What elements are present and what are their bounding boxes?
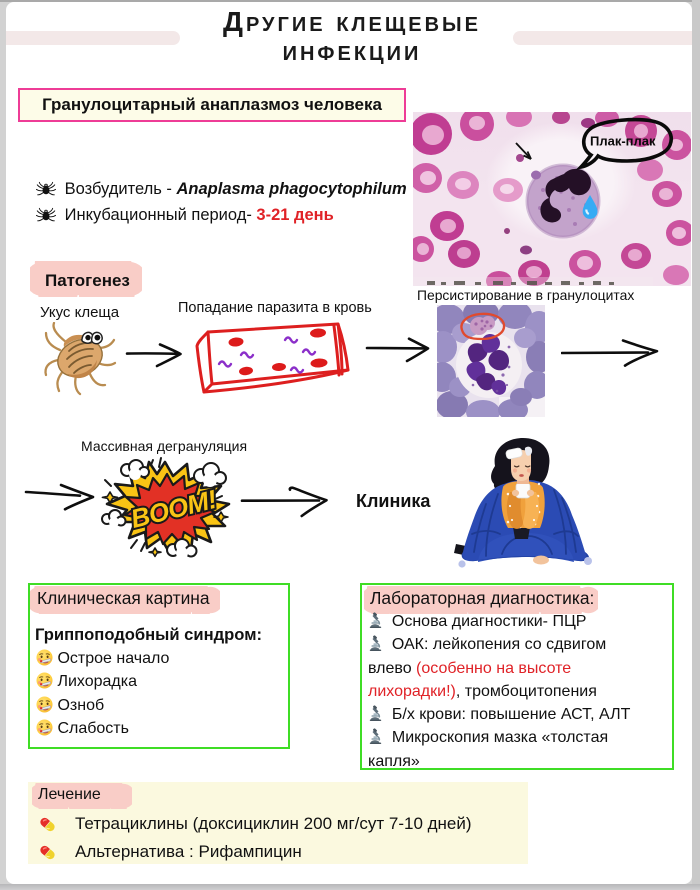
- svg-text:Плак-плак: Плак-плак: [590, 134, 656, 149]
